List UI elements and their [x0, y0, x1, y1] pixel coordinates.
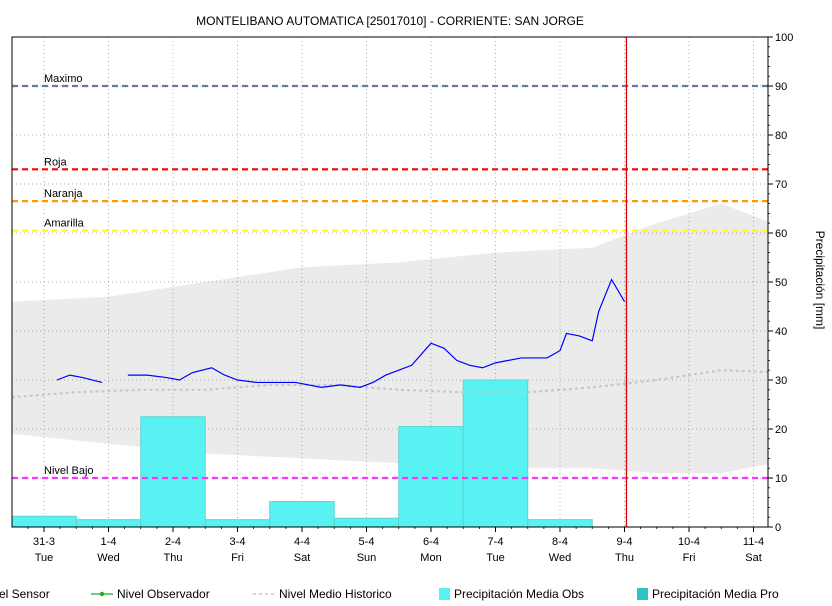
legend-label-precipitacion-pro: Precipitación Media Pro	[652, 587, 779, 601]
legend-box-pro-icon	[637, 588, 648, 600]
x-tick-date: 4-4	[294, 536, 310, 548]
x-tick-date: 9-4	[617, 536, 633, 548]
legend-label-nivel-medio-historico: Nivel Medio Historico	[279, 587, 392, 601]
x-tick-weekday: Sat	[294, 552, 311, 564]
nivel-medio-historico-line	[12, 369, 768, 399]
legend-item-precipitacion-pro[interactable]: Precipitación Media Pro	[637, 585, 779, 603]
legend-item-nivel-medio-historico[interactable]: Nivel Medio Historico	[253, 585, 392, 603]
legend-dashed-line-icon	[253, 593, 275, 595]
y-tick-label: 30	[775, 375, 787, 387]
precip-bar	[462, 379, 529, 527]
x-tick-date: 10-4	[678, 536, 700, 548]
precip-bar	[527, 519, 593, 527]
x-tick-date: 11-4	[743, 536, 764, 548]
x-tick-date: 5-4	[359, 536, 375, 548]
y-tick-label: 80	[775, 130, 787, 142]
threshold-label: Amarilla	[44, 218, 85, 230]
precip-bar	[333, 517, 400, 527]
x-tick-weekday: Wed	[97, 552, 119, 564]
legend-box-obs-icon	[439, 588, 450, 600]
x-tick-date: 8-4	[552, 536, 568, 548]
x-tick-weekday: Wed	[549, 552, 571, 564]
x-tick-weekday: Tue	[486, 552, 505, 564]
legend-label-nivel-observador: Nivel Observador	[117, 587, 210, 601]
x-tick-date: 6-4	[423, 536, 439, 548]
precip-bar	[398, 426, 464, 527]
y-tick-label: 10	[775, 473, 787, 485]
y-tick-label: 60	[775, 228, 787, 240]
x-tick-date: 1-4	[101, 536, 117, 548]
x-tick-weekday: Fri	[683, 552, 696, 564]
y-tick-label: 20	[775, 424, 787, 436]
legend-label-nivel-sensor: el Sensor	[0, 587, 50, 601]
precip-bar	[204, 519, 271, 527]
x-tick-weekday: Fri	[231, 552, 244, 564]
x-tick-date: 7-4	[488, 536, 504, 548]
legend-label-precipitacion-obs: Precipitación Media Obs	[454, 587, 585, 601]
legend: el Sensor Nivel Observador Nivel Medio H…	[0, 585, 832, 603]
threshold-label: Nivel Bajo	[44, 465, 94, 477]
y-tick-label: 50	[775, 277, 787, 289]
nivel-sensor-line	[56, 374, 103, 384]
y-tick-label: 90	[775, 81, 787, 93]
legend-item-nivel-sensor[interactable]: el Sensor	[0, 585, 50, 603]
x-tick-date: 3-4	[230, 536, 246, 548]
legend-item-nivel-observador[interactable]: Nivel Observador	[91, 585, 210, 603]
y-tick-label: 0	[775, 522, 781, 534]
plot-area	[12, 37, 768, 527]
legend-item-precipitacion-obs[interactable]: Precipitación Media Obs	[439, 585, 584, 603]
y-tick-label: 70	[775, 179, 787, 191]
x-tick-weekday: Tue	[35, 552, 54, 564]
x-tick-weekday: Thu	[164, 552, 183, 564]
precip-bar	[12, 515, 77, 527]
chart-title: MONTELIBANO AUTOMATICA [25017010] - CORR…	[196, 14, 584, 28]
y-tick-label: 100	[775, 32, 793, 44]
y-axis-right-label: Precipitación [mm]	[813, 231, 827, 330]
threshold-label: Maximo	[44, 73, 83, 85]
x-tick-weekday: Sun	[357, 552, 377, 564]
precip-bar	[269, 501, 335, 527]
legend-line-marker-icon	[91, 591, 113, 597]
y-axis-right-title: Precipitación [mm]	[813, 231, 827, 330]
threshold-label: Roja	[44, 156, 68, 168]
x-tick-weekday: Sat	[745, 552, 762, 564]
y-tick-label: 40	[775, 326, 787, 338]
historic-range-band	[12, 203, 768, 474]
x-tick-date: 31-3	[33, 536, 55, 548]
nivel-sensor-line	[127, 278, 626, 388]
threshold-label: Naranja	[44, 188, 83, 200]
precip-bar	[75, 519, 142, 527]
x-tick-date: 2-4	[165, 536, 181, 548]
x-tick-weekday: Thu	[615, 552, 634, 564]
precip-bar	[140, 416, 206, 527]
x-tick-weekday: Mon	[420, 552, 441, 564]
